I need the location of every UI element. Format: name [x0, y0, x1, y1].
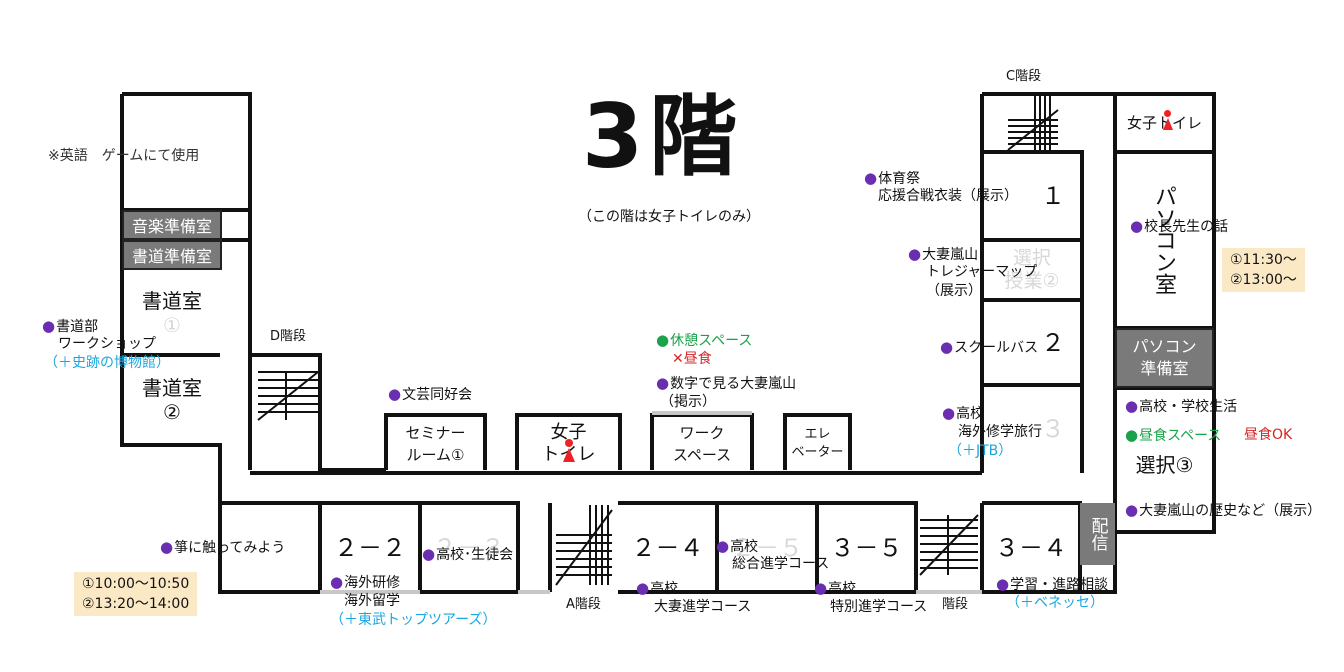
stairs-c-label: C階段 [1006, 69, 1042, 84]
girls-toilet-center-line1: 女子 [550, 422, 587, 443]
floor-title: 3階 [582, 85, 744, 188]
koto-time-1: ①10:00～10:50 [82, 576, 190, 592]
principal-talk-label: 校長先生の話 [1130, 218, 1228, 236]
lunch-ok-label: 昼食OK [1244, 427, 1293, 443]
principal-time-2: ②13:00～ [1230, 272, 1297, 288]
calligraphy-museum-label: （＋史跡の博物館） [44, 355, 170, 371]
abroad-training-label: 海外研修 [330, 574, 400, 592]
classroom-2-2-label: ２－２ [334, 533, 406, 562]
abroad-tobu-label: （＋東武トップツアーズ） [330, 612, 497, 628]
treasure-map-line2: トレジャーマップ [926, 264, 1038, 280]
koto-time-2: ②13:20～14:00 [82, 596, 190, 612]
koto-time-box: ①10:00～10:50 ②13:20～14:00 [74, 572, 198, 616]
sports-festival-label: 体育祭 [864, 170, 920, 188]
treasure-map-label: 大妻嵐山 [908, 246, 978, 264]
school-life-label: 高校・学校生活 [1125, 398, 1237, 416]
seminar-room-1-line2: ルーム① [406, 446, 465, 464]
overseas-trip-line2: 海外修学旅行 [958, 424, 1042, 440]
principal-time-box: ①11:30～ ②13:00～ [1222, 248, 1305, 292]
room-1: １ [1026, 154, 1080, 238]
work-space-line2: スペース [672, 446, 732, 464]
classroom-2-4-label: ２－４ [631, 533, 704, 562]
classroom-3-5: ３－５ [819, 505, 914, 590]
consult-label: 学習・進路相談 [996, 576, 1108, 594]
special-course-line2: 特別進学コース [830, 599, 928, 615]
special-course-label: 高校 [814, 580, 856, 598]
seminar-room-1: セミナー ルーム① [388, 418, 483, 470]
room-3-label: ３ [1041, 415, 1065, 443]
elevator: エレ ベーター [787, 418, 848, 470]
numbers-exhibit-label: 数字で見る大妻嵐山 [656, 375, 796, 393]
calligraphy-prep-label: 書道準備室 [131, 247, 212, 266]
general-course-line2: 総合進学コース [732, 556, 830, 572]
lunch-space-label: 昼食スペース [1125, 427, 1221, 445]
school-bus-label: スクールバス [940, 339, 1038, 357]
english-game-note: ※英語 ゲームにて使用 [48, 148, 200, 164]
principal-time-1: ①11:30～ [1230, 252, 1297, 268]
pc-room: パソコン室 [1140, 160, 1186, 320]
treasure-map-line3: （展示） [926, 283, 982, 299]
calligraphy-club-label: 書道部 [42, 318, 98, 336]
classroom-2-2: ２－２ [322, 505, 418, 590]
overseas-trip-label: 高校 [942, 405, 984, 423]
room-2-label: ２ [1041, 328, 1065, 357]
broadcast-room: 配信 [1080, 503, 1115, 565]
elevator-line2: ベーター [791, 445, 844, 460]
classroom-3-4: ３－４ [984, 505, 1078, 590]
work-space-line1: ワーク [679, 424, 725, 442]
numbers-exhibit-note: （掲示） [660, 394, 716, 410]
elective-room-2: 選択 授業② [984, 242, 1080, 298]
calligraphy-room-2: 書道室 ② [124, 358, 220, 442]
koto-label: 箏に触ってみよう [160, 539, 285, 557]
pc-prep-line2: 準備室 [1140, 359, 1189, 378]
abroad-study-label: 海外留学 [344, 593, 400, 609]
calligraphy-workshop-label: ワークショップ [58, 336, 156, 352]
broadcast-room-label: 配信 [1087, 517, 1108, 551]
no-lunch-label: ✕昼食 [672, 351, 712, 367]
pc-prep-line1: パソコン [1132, 337, 1197, 356]
calligraphy-room-1: 書道室 ① [124, 272, 220, 354]
female-icon-right [1163, 110, 1173, 134]
rest-space-label: 休憩スペース [656, 332, 752, 350]
calligraphy-room-1-number: ① [163, 313, 181, 337]
overseas-trip-jtb: （＋JTB） [948, 443, 1013, 459]
pc-prep-room: パソコン 準備室 [1115, 328, 1214, 388]
calligraphy-prep-room: 書道準備室 [122, 240, 222, 270]
calligraphy-room-2-name: 書道室 [142, 376, 202, 400]
classroom-3-5-label: ３－５ [830, 533, 903, 562]
calligraphy-room-2-number: ② [163, 400, 181, 424]
pc-room-label: パソコン室 [1151, 185, 1176, 295]
otsuma-course-label: 高校 [636, 580, 678, 598]
stairs-d-label: D階段 [270, 329, 307, 344]
music-prep-room: 音楽準備室 [122, 210, 222, 240]
classroom-2-4: ２－４ [620, 505, 715, 590]
elevator-line1: エレ [804, 427, 831, 442]
consult-benesse: （＋ベネッセ） [1006, 595, 1104, 611]
elective-room-2-line1: 選択 [1012, 247, 1051, 269]
work-space: ワーク スペース [654, 418, 750, 470]
general-course-label: 高校 [716, 538, 758, 556]
bungei-club-label: 文芸同好会 [388, 386, 472, 404]
otsuma-course-line2: 大妻進学コース [654, 599, 752, 615]
music-prep-label: 音楽準備室 [131, 217, 212, 236]
female-icon [563, 439, 575, 469]
history-exhibit-label: 大妻嵐山の歴史など（展示） [1125, 502, 1321, 520]
stairs-a-label: A階段 [566, 597, 601, 612]
elective-room-3-label: 選択③ [1135, 453, 1194, 477]
elective-room-2-line2: 授業② [1004, 270, 1060, 292]
classroom-3-4-label: ３－４ [995, 533, 1067, 562]
room-3: ３ [1026, 387, 1080, 471]
student-council-label: 高校･生徒会 [422, 546, 513, 564]
elective-room-3: 選択③ [1117, 445, 1212, 485]
calligraphy-room-1-name: 書道室 [142, 289, 202, 313]
floor-subtitle: （この階は女子トイレのみ） [578, 209, 760, 225]
stairs-b-label: 階段 [942, 597, 969, 612]
sports-costume-label: 応援合戦衣装（展示） [878, 188, 1018, 204]
room-2: ２ [1026, 302, 1080, 383]
seminar-room-1-line1: セミナー [405, 424, 466, 442]
room-1-label: １ [1041, 182, 1065, 210]
